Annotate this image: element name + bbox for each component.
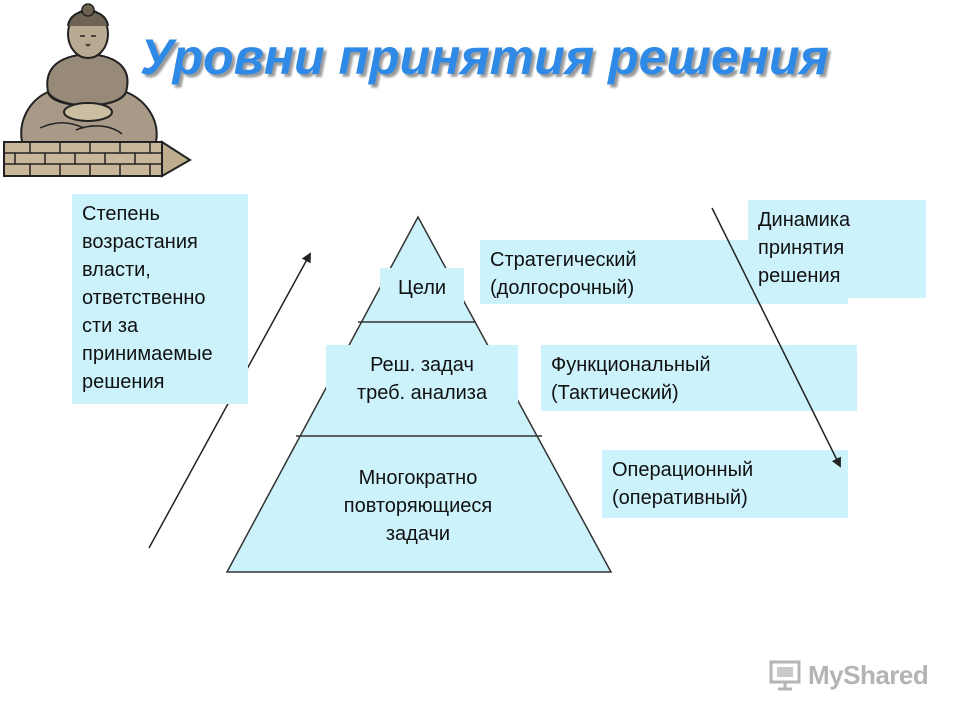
watermark-text: MyShared [808, 659, 929, 690]
decision-dynamics-arrow [711, 207, 841, 468]
buddha-statue-illustration [3, 3, 192, 178]
pyramid-level-analysis-label: Реш. задач треб. анализа [356, 353, 488, 404]
pyramid-level-goals: Цели [380, 268, 464, 308]
decision-dynamics-note: Динамика принятия решения [748, 200, 926, 298]
pyramid-level-repeated-tasks: Многократно повторяющиеся задачи [310, 458, 526, 554]
pyramid-level-repeated-label: Многократно повторяющиеся задачи [343, 467, 493, 545]
power-responsibility-note: Степень возрастания власти, ответственно… [72, 194, 248, 404]
presentation-icon [769, 660, 801, 691]
pyramid-level-goals-label: Цели [397, 277, 447, 299]
slide-title: Уровни принятия решения [140, 29, 829, 85]
myshared-logo: MyShared [768, 655, 929, 695]
level-operational: Операционный (оперативный) [602, 450, 848, 518]
level-functional: Функциональный (Тактический) [541, 345, 857, 411]
pyramid-level-analysis-tasks: Реш. задач треб. анализа [326, 345, 518, 412]
